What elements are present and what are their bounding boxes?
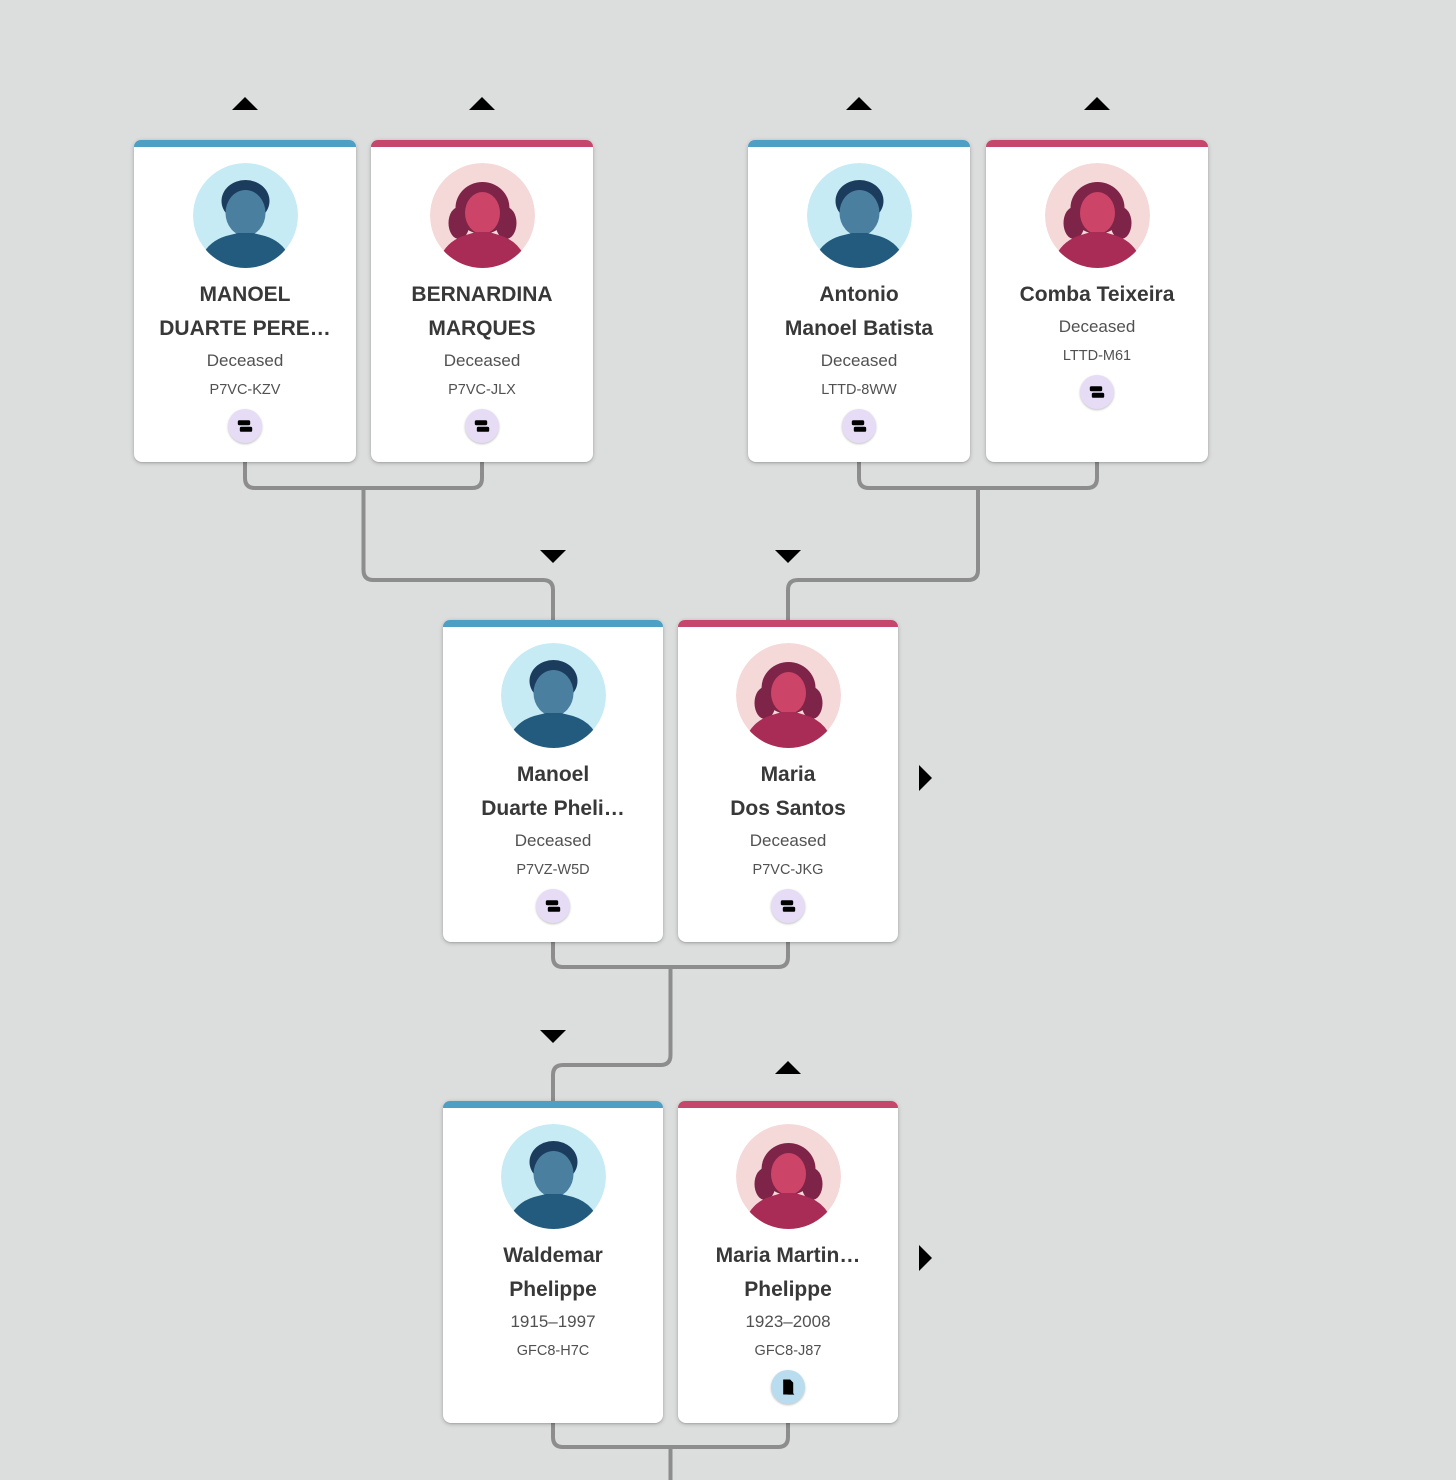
female-avatar-icon (430, 163, 535, 268)
female-avatar-icon (736, 643, 841, 748)
add-person-icon[interactable] (859, 1111, 885, 1137)
person-name-line: Maria Martin… (715, 1244, 861, 1267)
sex-color-bar (134, 140, 356, 147)
sex-color-bar (443, 620, 663, 627)
person-name-line: Antonio (819, 283, 899, 306)
person-name: MANOEL DUARTE PERE… (134, 278, 356, 346)
person-name-line: Phelippe (509, 1278, 597, 1301)
chevron-up-icon[interactable] (841, 93, 877, 115)
person-id: P7VC-JLX (448, 382, 516, 398)
person-name-line: BERNARDINA (411, 283, 553, 306)
person-name-line: MARQUES (428, 317, 536, 340)
dna-match-icon[interactable] (465, 409, 499, 443)
record-hint-icon[interactable] (771, 1370, 805, 1404)
dna-match-icon[interactable] (1080, 375, 1114, 409)
person-card-maria-dos-santos[interactable]: Maria Dos Santos Deceased P7VC-JKG (678, 620, 898, 942)
person-name: Maria Martin… Phelippe (678, 1239, 898, 1307)
female-avatar-icon (1045, 163, 1150, 268)
person-card-comba-teixeira[interactable]: Comba Teixeira Deceased LTTD-M61 (986, 140, 1208, 462)
person-lifespan: Deceased (206, 351, 284, 370)
chevron-down-icon[interactable] (535, 1025, 571, 1047)
person-name: Antonio Manoel Batista (748, 278, 970, 346)
person-lifespan: 1915–1997 (510, 1312, 596, 1331)
sex-color-bar (678, 620, 898, 627)
person-name-line: Phelippe (744, 1278, 832, 1301)
add-person-icon[interactable] (931, 150, 957, 176)
person-name-line: Duarte Pheli… (481, 797, 625, 820)
person-card-manoel-duarte-pereira[interactable]: MANOEL DUARTE PERE… Deceased P7VC-KZV (134, 140, 356, 462)
person-lifespan: Deceased (820, 351, 898, 370)
male-avatar-icon (501, 643, 606, 748)
male-avatar-icon (193, 163, 298, 268)
sex-color-bar (371, 140, 593, 147)
person-name-line: DUARTE PERE… (159, 317, 331, 340)
dna-match-icon[interactable] (536, 889, 570, 923)
dna-match-icon[interactable] (842, 409, 876, 443)
person-name: Manoel Duarte Pheli… (443, 758, 663, 826)
sex-color-bar (443, 1101, 663, 1108)
person-lifespan: 1923–2008 (745, 1312, 831, 1331)
add-person-icon[interactable] (554, 150, 580, 176)
chevron-up-icon[interactable] (227, 93, 263, 115)
add-person-icon[interactable] (859, 630, 885, 656)
person-name-line: Dos Santos (730, 797, 846, 820)
person-lifespan: Deceased (443, 351, 521, 370)
sex-color-bar (986, 140, 1208, 147)
person-name: Waldemar Phelippe (443, 1239, 663, 1307)
add-person-icon[interactable] (624, 630, 650, 656)
person-name: Comba Teixeira (986, 278, 1208, 312)
sex-color-bar (748, 140, 970, 147)
add-person-icon[interactable] (317, 150, 343, 176)
dna-match-icon[interactable] (228, 409, 262, 443)
dna-match-icon[interactable] (771, 889, 805, 923)
person-name-line: Waldemar (503, 1244, 603, 1267)
person-id: GFC8-H7C (516, 1343, 590, 1359)
person-card-maria-martins-phelippe[interactable]: Maria Martin… Phelippe 1923–2008 GFC8-J8… (678, 1101, 898, 1423)
add-person-icon[interactable] (624, 1111, 650, 1137)
chevron-right-icon[interactable] (914, 760, 938, 796)
person-name-line: Manoel Batista (784, 317, 934, 340)
person-lifespan: Deceased (514, 831, 592, 850)
person-id: P7VC-KZV (209, 382, 281, 398)
male-avatar-icon (807, 163, 912, 268)
chevron-down-icon[interactable] (770, 545, 806, 567)
person-name-line: Comba Teixeira (1019, 283, 1175, 306)
chevron-right-icon[interactable] (914, 1240, 938, 1276)
person-name-line: Manoel (516, 763, 590, 786)
person-card-manoel-duarte-phelippe[interactable]: Manoel Duarte Pheli… Deceased P7VZ-W5D (443, 620, 663, 942)
person-name: Maria Dos Santos (678, 758, 898, 826)
chevron-up-icon[interactable] (464, 93, 500, 115)
person-card-waldemar-phelippe[interactable]: Waldemar Phelippe 1915–1997 GFC8-H7C (443, 1101, 663, 1423)
person-name-line: Maria (760, 763, 816, 786)
person-id: P7VZ-W5D (516, 862, 590, 878)
female-avatar-icon (736, 1124, 841, 1229)
person-name: BERNARDINA MARQUES (371, 278, 593, 346)
chevron-up-icon[interactable] (1079, 93, 1115, 115)
male-avatar-icon (501, 1124, 606, 1229)
add-person-icon[interactable] (1169, 150, 1195, 176)
chevron-up-icon[interactable] (770, 1057, 806, 1079)
person-id: LTTD-8WW (821, 382, 897, 398)
person-lifespan: Deceased (749, 831, 827, 850)
sex-color-bar (678, 1101, 898, 1108)
chevron-down-icon[interactable] (535, 545, 571, 567)
person-card-bernardina-marques[interactable]: BERNARDINA MARQUES Deceased P7VC-JLX (371, 140, 593, 462)
person-name-line: MANOEL (199, 283, 291, 306)
person-id: LTTD-M61 (1062, 348, 1132, 364)
person-id: GFC8-J87 (754, 1343, 822, 1359)
person-card-antonio-manoel-batista[interactable]: Antonio Manoel Batista Deceased LTTD-8WW (748, 140, 970, 462)
person-lifespan: Deceased (1058, 317, 1136, 336)
person-id: P7VC-JKG (752, 862, 824, 878)
